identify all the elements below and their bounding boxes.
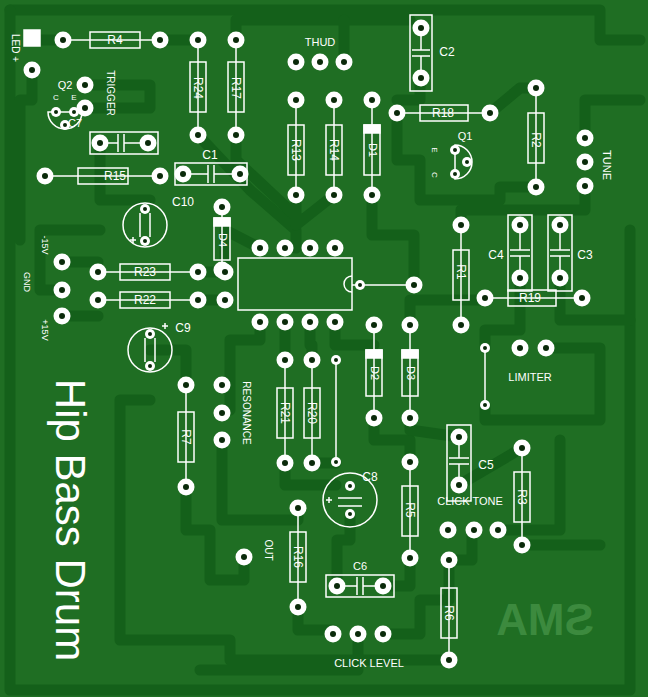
silkscreen-label: C5 xyxy=(478,459,493,471)
silkscreen-label: R17 xyxy=(230,77,242,99)
silkscreen-label: R16 xyxy=(292,546,304,568)
silkscreen-label: C4 xyxy=(488,249,503,261)
silkscreen-label: +15V xyxy=(40,319,49,340)
silkscreen-label: C6 xyxy=(353,561,367,572)
silkscreen-label: C7 xyxy=(68,118,82,129)
silkscreen-label: R19 xyxy=(519,292,541,304)
silkscreen-label: R15 xyxy=(104,170,126,182)
silkscreen-label: R13 xyxy=(290,139,302,161)
silkscreen-label: C9 xyxy=(175,322,190,334)
silkscreen-label: R21 xyxy=(279,402,291,424)
silkscreen-label: R24 xyxy=(192,77,204,99)
silkscreen-label: Q2 xyxy=(58,80,73,91)
silkscreen-label: RESONANCE xyxy=(241,381,251,444)
silkscreen-label: R7 xyxy=(180,429,192,444)
silkscreen-label: R22 xyxy=(134,294,156,306)
silkscreen-label: LIMITER xyxy=(508,372,551,383)
silkscreen-label: THUD xyxy=(305,37,336,48)
silkscreen-label: R23 xyxy=(134,266,156,278)
silkscreen-label: C1 xyxy=(202,149,217,161)
silkscreen-label: GND xyxy=(22,272,31,292)
silkscreen-label: E xyxy=(71,94,76,102)
silkscreen-label: D1 xyxy=(367,143,378,157)
silkscreen-label: CLICK TONE xyxy=(437,496,503,507)
silkscreen-label: -15V xyxy=(40,235,49,254)
silkscreen-label: E xyxy=(430,147,438,152)
silkscreen-label: CLICK LEVEL xyxy=(334,658,404,669)
silkscreen-label: LED + xyxy=(10,34,20,62)
silkscreen-label: Q1 xyxy=(458,131,473,142)
silkscreen-label: SMA xyxy=(496,598,594,642)
silkscreen-label: D3 xyxy=(405,366,416,380)
silkscreen-label: R4 xyxy=(107,34,122,46)
silkscreen-label: OUT xyxy=(263,539,273,560)
silkscreen-label: TUNE xyxy=(601,150,612,180)
silkscreen-label: C8 xyxy=(362,471,377,483)
silkscreen-label: C2 xyxy=(439,46,454,58)
silkscreen-label: R1 xyxy=(455,264,467,279)
silkscreen-label: R2 xyxy=(530,132,542,147)
silkscreen-label: R20 xyxy=(306,402,318,424)
silkscreen-label: TRIGGER xyxy=(105,70,115,116)
silkscreen-label: C xyxy=(53,94,59,102)
silkscreen-label: C xyxy=(430,172,438,178)
board-title: Hip Bass Drum xyxy=(49,379,91,661)
silkscreen-label: C3 xyxy=(577,249,592,261)
silkscreen-label: R14 xyxy=(328,139,340,161)
silkscreen-label: R3 xyxy=(516,489,528,504)
silkscreen-label: R18 xyxy=(432,107,454,119)
silkscreen-label: C10 xyxy=(172,196,194,208)
silkscreen-label: D2 xyxy=(369,366,380,380)
silkscreen-label: R5 xyxy=(404,502,416,517)
silkscreen-label: D4 xyxy=(217,233,228,247)
silkscreen-label: R6 xyxy=(443,605,455,620)
